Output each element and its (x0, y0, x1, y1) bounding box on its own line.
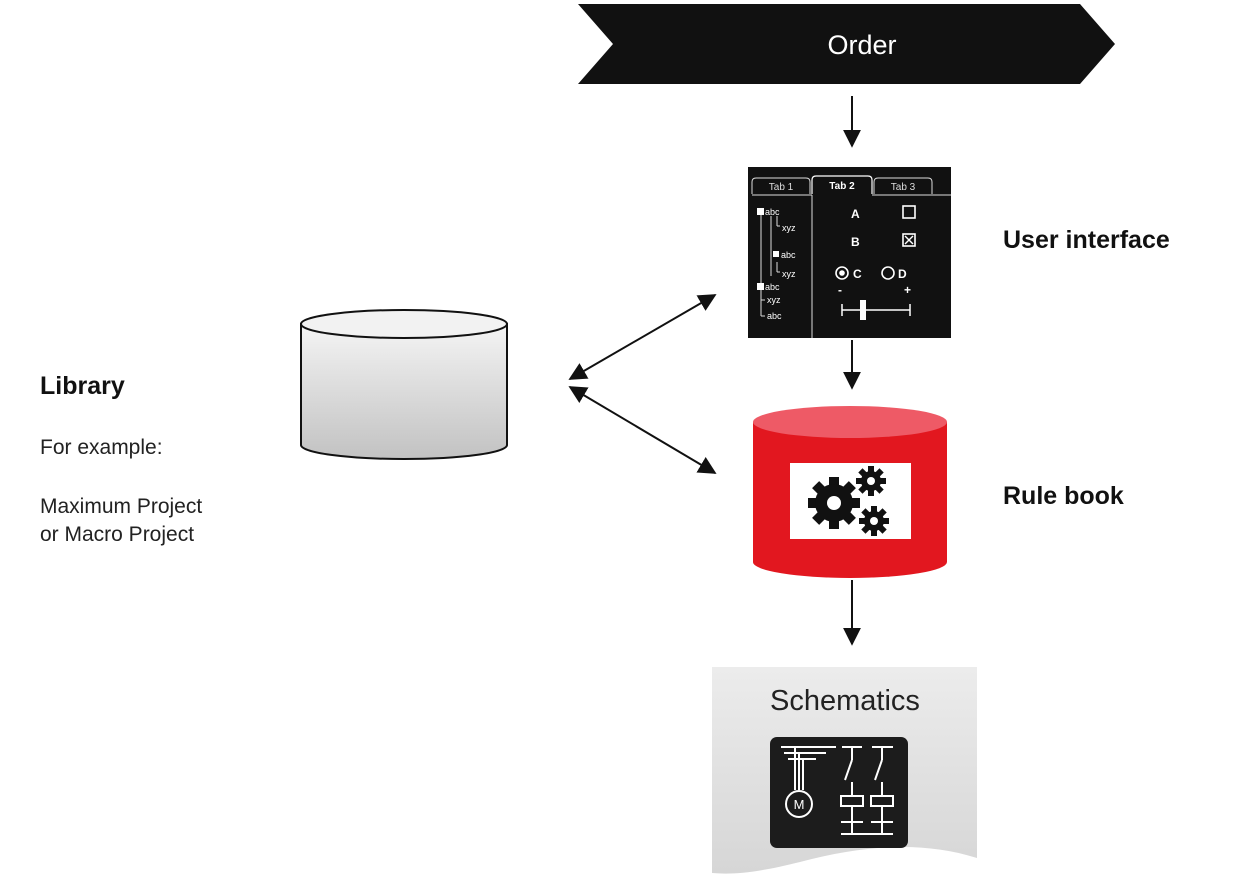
tree-item-5: abc (765, 282, 780, 292)
tree-item-3: abc (781, 250, 796, 260)
user-interface-mockup: Tab 1 Tab 2 Tab 3 abc xyz abc xyz abc xy… (748, 167, 951, 338)
radio-selected-icon (835, 266, 849, 280)
option-a-label: A (851, 207, 860, 221)
user-interface-label: User interface (1003, 226, 1170, 254)
option-c-label: C (853, 267, 862, 281)
tree-item-1: abc (765, 207, 780, 217)
tree-view (760, 210, 780, 317)
tab-row: Tab 1 Tab 2 Tab 3 (751, 175, 951, 196)
tab-3: Tab 3 (891, 182, 916, 193)
slider-icon (841, 300, 911, 320)
checkbox-checked-icon (902, 233, 916, 247)
tree-item-7: abc (767, 311, 782, 321)
order-label: Order (827, 30, 896, 60)
slider-max-label: + (904, 283, 911, 297)
library-title: Library (40, 372, 125, 400)
arrow-library-ui (568, 294, 717, 380)
rule-book-cylinder (753, 406, 947, 578)
circuit-diagram-icon: M (770, 737, 908, 848)
gears-icon (808, 466, 889, 536)
arrow-library-rulebook (568, 386, 717, 474)
order-banner: Order (578, 4, 1115, 84)
checkbox-empty-icon (902, 205, 916, 219)
radio-empty-icon (881, 266, 895, 280)
slider-min-label: - (838, 283, 842, 297)
library-example-label: For example: (40, 436, 163, 459)
library-example-1: Maximum Project (40, 495, 203, 518)
tab-2: Tab 2 (829, 181, 855, 192)
rule-book-label: Rule book (1003, 482, 1124, 510)
option-b-label: B (851, 235, 860, 249)
library-example-2: or Macro Project (40, 523, 195, 546)
motor-symbol-label: M (794, 797, 805, 812)
tree-item-6: xyz (767, 295, 781, 305)
schematics-label: Schematics (770, 685, 920, 717)
library-cylinder (300, 309, 508, 460)
schematics-document: Schematics (712, 667, 977, 874)
tree-item-2: xyz (782, 223, 796, 233)
tab-1: Tab 1 (769, 182, 794, 193)
option-d-label: D (898, 267, 907, 281)
tree-item-4: xyz (782, 269, 796, 279)
